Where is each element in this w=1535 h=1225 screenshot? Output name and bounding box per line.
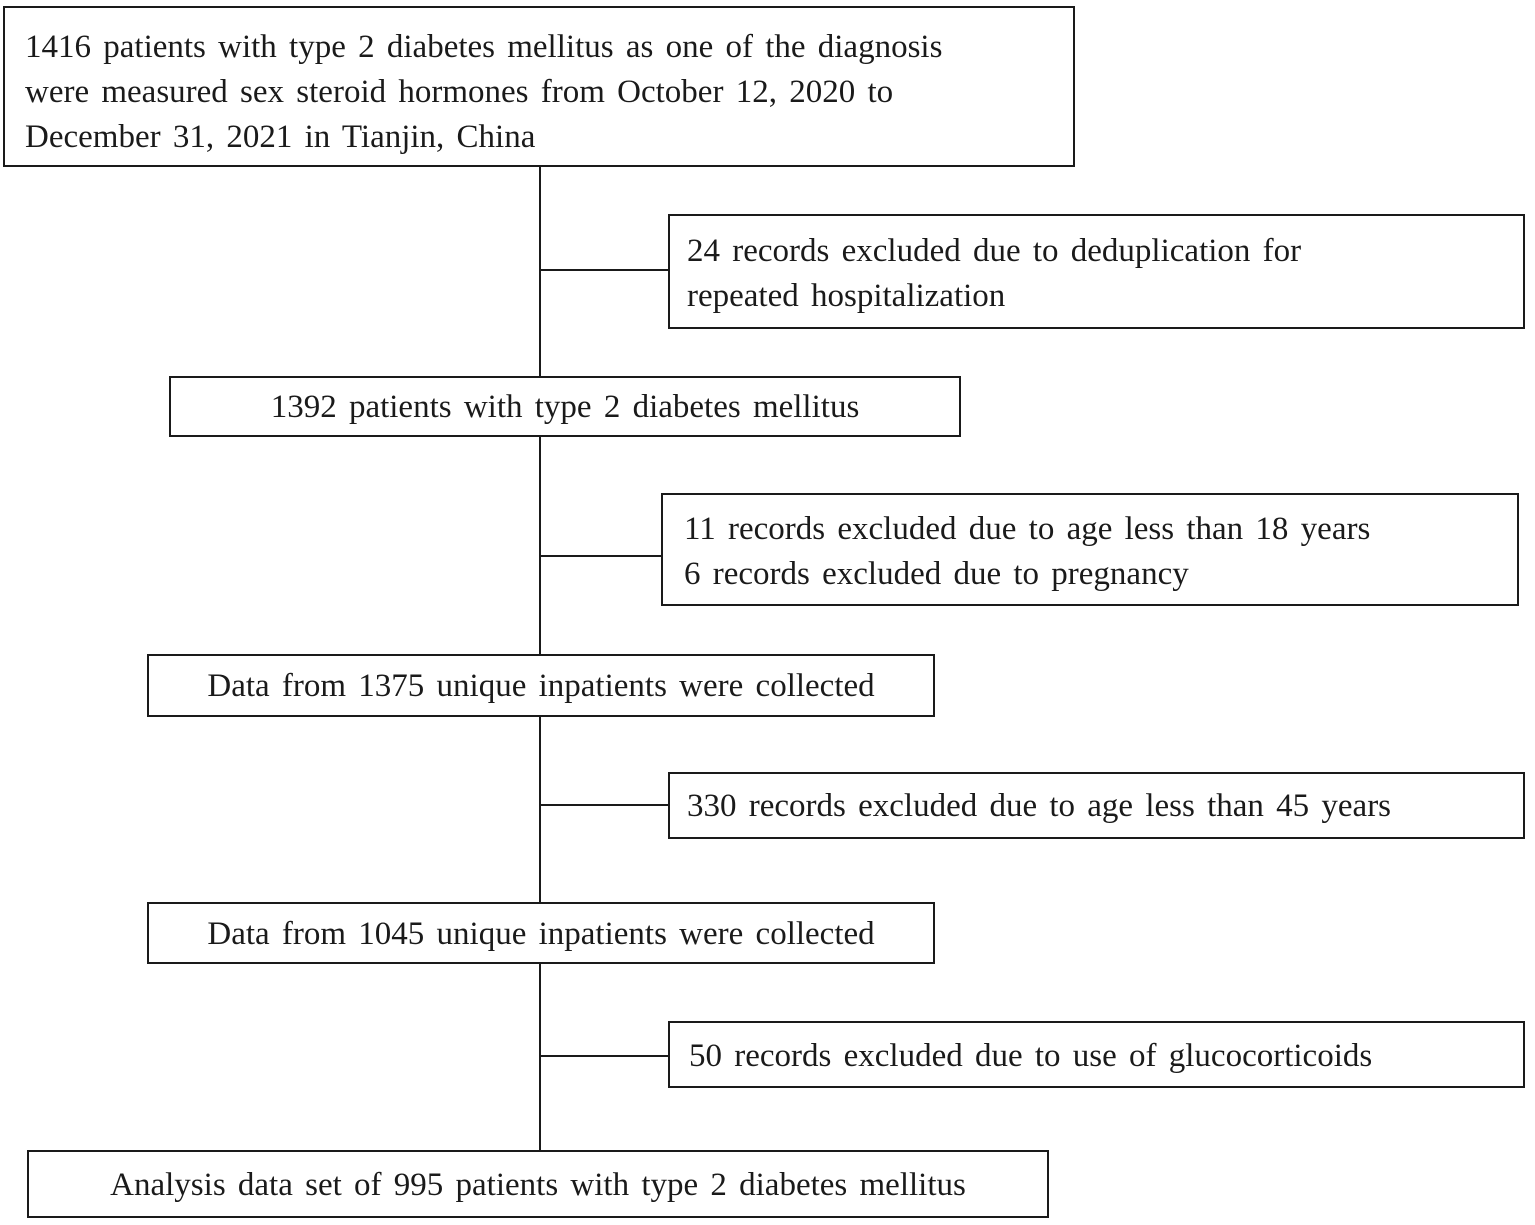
box-exclusion-glucocorticoids: 50 records excluded due to use of glucoc… [668,1021,1525,1088]
exclusion-1-line-1: 24 records excluded due to deduplication… [687,233,1302,269]
step-2-text: 1392 patients with type 2 diabetes melli… [270,389,860,425]
box-exclusion-age-pregnancy: 11 records excluded due to age less than… [661,493,1519,606]
step-4-text: Data from 1045 unique inpatients were co… [207,916,875,952]
exclusion-2-line-2: 6 records excluded due to pregnancy [684,556,1189,592]
exclusion-3-text: 330 records excluded due to age less tha… [687,788,1392,824]
initial-cohort-line-2: were measured sex steroid hormones from … [25,74,894,110]
box-exclusion-age-45: 330 records excluded due to age less tha… [668,772,1525,839]
box-exclusion-deduplication: 24 records excluded due to deduplication… [668,214,1525,329]
initial-cohort-line-1: 1416 patients with type 2 diabetes melli… [25,29,943,65]
box-final-analysis-set: Analysis data set of 995 patients with t… [27,1150,1049,1218]
exclusion-2-line-1: 11 records excluded due to age less than… [684,511,1371,547]
step-3-text: Data from 1375 unique inpatients were co… [207,668,875,704]
initial-cohort-line-3: December 31, 2021 in Tianjin, China [25,119,536,155]
box-inpatients-1375: Data from 1375 unique inpatients were co… [147,654,935,717]
exclusion-1-line-2: repeated hospitalization [687,278,1006,314]
box-inpatients-1045: Data from 1045 unique inpatients were co… [147,902,935,964]
exclusion-4-text: 50 records excluded due to use of glucoc… [689,1038,1373,1074]
box-patients-1392: 1392 patients with type 2 diabetes melli… [169,376,961,437]
box-initial-cohort: 1416 patients with type 2 diabetes melli… [3,6,1075,167]
final-text: Analysis data set of 995 patients with t… [110,1167,966,1203]
